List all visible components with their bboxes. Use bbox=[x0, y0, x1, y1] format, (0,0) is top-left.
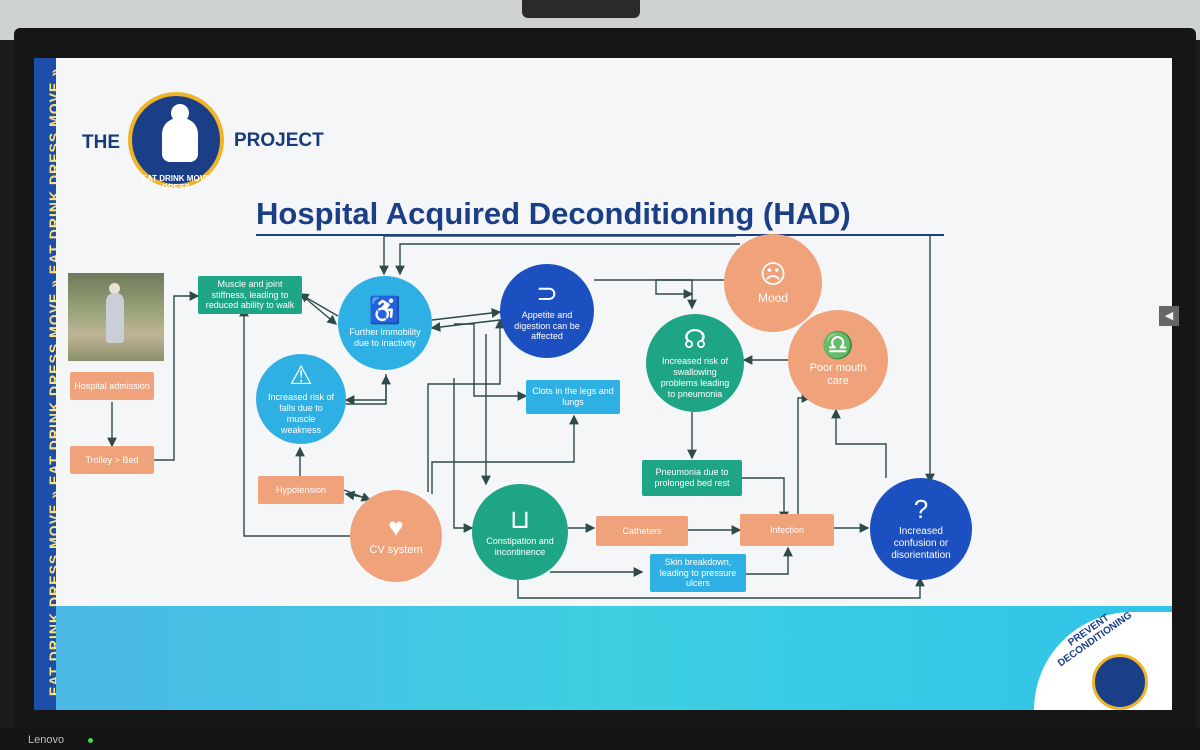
falls-node: ⚠ Increased risk of falls due to muscle … bbox=[256, 354, 346, 444]
confused-person-icon: ? bbox=[913, 494, 929, 524]
logo-the-text: THE bbox=[82, 132, 120, 153]
title-underline bbox=[256, 234, 944, 236]
tooth-icon: ♎ bbox=[821, 329, 855, 360]
confusion-node: ? Increased confusion or disorientation bbox=[870, 478, 972, 580]
immobility-node: ♿ Further immobility due to inactivity bbox=[338, 276, 432, 370]
immobility-label: Further immobility due to inactivity bbox=[349, 327, 421, 348]
falling-person-icon: ⚠ bbox=[289, 360, 313, 391]
arrow-immobility-falls bbox=[344, 374, 387, 405]
toilet-icon: ⊔ bbox=[509, 504, 531, 535]
webcam bbox=[522, 0, 640, 18]
arrow-immobility-clots bbox=[454, 323, 528, 401]
stomach-icon: ⊃ bbox=[536, 277, 558, 308]
arrow-infection-swallowing-up bbox=[797, 393, 812, 518]
appetite-label: Appetite and digestion can be affected bbox=[514, 309, 580, 342]
arrow-immobility-constipation bbox=[453, 378, 474, 533]
photo-person bbox=[106, 293, 124, 343]
side-panel-toggle-icon[interactable]: ◀ bbox=[1159, 306, 1179, 326]
side-stripe: EAT DRINK DRESS MOVE » EAT DRINK DRESS M… bbox=[34, 58, 56, 710]
arrow-cv-clots bbox=[431, 414, 579, 494]
heart-icon: ♥ bbox=[388, 512, 404, 543]
logo-ring-text: EAT DRINK MOVE DRESS bbox=[141, 174, 211, 192]
trolley-bed-box: Trolley > Bed bbox=[70, 446, 154, 474]
pneumonia-box: Pneumonia due to prolonged bed rest bbox=[642, 460, 742, 496]
appetite-node: ⊃ Appetite and digestion can be affected bbox=[500, 264, 594, 358]
infection-box: Infection bbox=[740, 514, 834, 546]
arrow-mood-immobility bbox=[395, 243, 740, 276]
arrow-confusion-mouth bbox=[831, 408, 887, 478]
swallowing-label: Increased risk of swallowing problems le… bbox=[660, 356, 730, 399]
arrow-constipation-confusion bbox=[517, 576, 925, 599]
slide-title: Hospital Acquired Deconditioning (HAD) bbox=[256, 196, 851, 231]
skin-breakdown-box: Skin breakdown, leading to pressure ulce… bbox=[650, 554, 746, 592]
logo-person-icon bbox=[162, 118, 198, 162]
cv-system-label: CV system bbox=[369, 544, 423, 557]
flow-arrows bbox=[107, 235, 935, 599]
elderly-walker-photo bbox=[68, 273, 164, 361]
arrow-mood-swallowing bbox=[655, 279, 724, 299]
mood-label: Mood bbox=[757, 290, 789, 305]
logo-project-text: PROJECT bbox=[234, 130, 324, 151]
arrow-top-loop bbox=[379, 235, 736, 276]
sad-face-icon: ☹ bbox=[759, 258, 787, 289]
slide-footer-band bbox=[54, 606, 1172, 710]
hospital-admission-box: Hospital admission bbox=[70, 372, 154, 400]
slide-screen: EAT DRINK DRESS MOVE » EAT DRINK DRESS M… bbox=[34, 58, 1172, 710]
mouth-care-node: ♎ Poor mouth care bbox=[788, 310, 888, 410]
monitor-brand-label: Lenovo bbox=[28, 734, 65, 746]
arrow-falls-immobility bbox=[346, 374, 391, 405]
monitor-bottom-bezel bbox=[0, 728, 1200, 750]
swallowing-node: ☊ Increased risk of swallowing problems … bbox=[646, 314, 744, 412]
arrow-cv-hypotension bbox=[344, 490, 369, 501]
corner-logo-badge bbox=[1092, 654, 1148, 710]
throat-icon: ☊ bbox=[683, 324, 707, 355]
arrow-immobility-appetite bbox=[431, 308, 502, 321]
falls-label: Increased risk of falls due to muscle we… bbox=[267, 392, 335, 435]
muscle-joint-box: Muscle and joint stiffness, leading to r… bbox=[198, 276, 302, 314]
constipation-node: ⊔ Constipation and incontinence bbox=[472, 484, 568, 580]
clots-box: Clots in the legs and lungs bbox=[526, 380, 620, 414]
hypotension-box: Hypotension bbox=[258, 476, 344, 504]
arrow-cv-appetite bbox=[427, 318, 505, 492]
photo-person-head bbox=[109, 283, 120, 294]
confusion-label: Increased confusion or disorientation bbox=[891, 526, 951, 561]
arrow-immobility-muscle bbox=[298, 293, 339, 317]
project-logo: EAT DRINK MOVE DRESS bbox=[128, 92, 224, 192]
logo-person-head-icon bbox=[171, 104, 189, 122]
constipation-label: Constipation and incontinence bbox=[486, 536, 554, 557]
catheters-box: Catheters bbox=[596, 516, 688, 546]
arrow-trolley-muscle bbox=[154, 291, 200, 461]
arrow-skin-infection bbox=[746, 546, 793, 575]
mood-node: ☹ Mood bbox=[724, 234, 822, 332]
power-led bbox=[88, 738, 93, 743]
wheelchair-icon: ♿ bbox=[368, 295, 402, 326]
mouth-care-label: Poor mouth care bbox=[809, 361, 867, 387]
cv-system-node: ♥ CV system bbox=[350, 490, 442, 582]
arrow-cv-muscle bbox=[239, 306, 352, 537]
arrow-pneumonia-infection bbox=[742, 477, 789, 522]
